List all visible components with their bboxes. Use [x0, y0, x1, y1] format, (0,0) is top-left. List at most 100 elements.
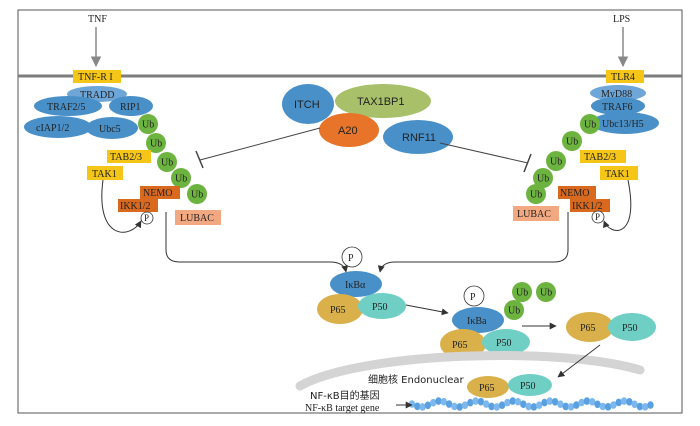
dna-segment — [573, 401, 580, 409]
right-ubiquitin — [562, 131, 582, 151]
dna-segment — [647, 401, 654, 409]
dna-segment — [578, 398, 585, 407]
complex2-ikba — [452, 307, 504, 333]
left-inhibit-bar — [195, 150, 204, 169]
nuclear-p65-label: P65 — [479, 383, 495, 394]
tnfr1-receptor — [73, 70, 121, 83]
nuclear-p50 — [508, 374, 552, 396]
ubc13h5-protein — [591, 112, 659, 134]
complex2-ubiquitin — [536, 282, 556, 302]
right-tab23-label: TAB2/3 — [584, 152, 616, 163]
dna-segment — [626, 398, 633, 406]
dna-segment — [604, 403, 612, 411]
left-ikk-to-ikba-arrow — [165, 212, 349, 273]
dna-segment — [414, 402, 421, 411]
traf6-protein — [591, 97, 645, 115]
dna-segment — [583, 397, 591, 405]
complex1-ikba — [330, 271, 382, 297]
left-lubac-label: LUBAC — [180, 213, 214, 224]
tax1bp1-protein — [335, 84, 431, 118]
tax1bp1-label: TAX1BP1 — [357, 96, 405, 108]
dna-segment — [440, 397, 447, 406]
right-ubiquitin-label: Ub — [537, 174, 549, 185]
traf6-label: TRAF6 — [602, 102, 633, 113]
right-tak1-loop-arrow — [603, 179, 632, 231]
right-lubac — [513, 206, 559, 221]
complex1-p50-label: P50 — [372, 302, 388, 313]
dna-segment — [451, 402, 458, 411]
dna-segment — [488, 402, 495, 411]
left-tab23-label: TAB2/3 — [110, 152, 142, 163]
free-p50-label: P50 — [622, 323, 638, 334]
complex2-ubiquitin — [504, 300, 524, 320]
dna-segment — [424, 401, 432, 410]
left-ubiquitin-label: Ub — [175, 174, 187, 185]
dna-segment — [483, 400, 490, 408]
ubc13h5-label: Ubc13/H5 — [602, 119, 644, 130]
lps-label: LPS — [613, 14, 630, 25]
complex2-ubiquitin-label: Ub — [508, 306, 520, 317]
complex1-to-complex2-arrow — [405, 304, 449, 316]
left-ubiquitin — [187, 184, 207, 204]
dna-segment — [435, 397, 442, 405]
tlr4-receptor — [606, 70, 644, 83]
right-ubiquitin-label: Ub — [530, 190, 542, 201]
tnf-label: TNF — [88, 14, 107, 25]
dna-segment — [551, 397, 559, 406]
left-phospho-label: P — [144, 213, 149, 223]
dna-segment — [599, 402, 606, 411]
complex2-ubiquitin-label: Ub — [516, 288, 528, 299]
ciap12-label: cIAP1/2 — [36, 123, 69, 134]
left-tak1-label: TAK1 — [92, 169, 117, 180]
rip1-protein — [109, 96, 153, 116]
tnfr1-label: TNF-R I — [78, 72, 113, 83]
free-p65 — [566, 312, 614, 342]
complex1-ikba-label: IκBα — [345, 280, 366, 291]
nuclear-p50-label: P50 — [520, 381, 536, 392]
right-nemo — [558, 186, 596, 199]
left-ubiquitin — [157, 152, 177, 172]
right-tak1 — [600, 166, 638, 180]
right-ubiquitin — [546, 151, 566, 171]
right-ikk-to-ikba-arrow — [377, 212, 569, 273]
dna-segment — [562, 402, 569, 411]
free-p50 — [608, 313, 656, 341]
nuclear-envelope — [295, 350, 645, 391]
complex2-p65-label: P65 — [452, 340, 468, 351]
a20-protein — [319, 113, 379, 147]
complex2-p50-label: P50 — [496, 338, 512, 349]
left-nemo-label: NEMO — [143, 188, 172, 199]
right-phospho-label: P — [595, 212, 600, 222]
left-phospho — [140, 211, 154, 225]
dna-segment — [589, 398, 596, 406]
left-ubiquitin — [171, 168, 191, 188]
target-gene-en: NF-κB target gene — [305, 403, 380, 414]
left-ikk12 — [118, 199, 158, 212]
nucleus-label: 细胞核 Endonuclear — [368, 373, 465, 386]
tradd-label: TRADD — [80, 90, 114, 101]
dna-segment — [493, 403, 500, 411]
rip1-label: RIP1 — [120, 102, 141, 113]
right-phospho — [591, 210, 605, 224]
free-p65-label: P65 — [580, 323, 596, 334]
complex2-phospho — [463, 285, 485, 307]
complex1-p50 — [358, 293, 406, 319]
ubc5-label: Ubc5 — [99, 124, 121, 135]
ubc5-protein — [86, 117, 138, 139]
dna-segment — [636, 402, 644, 411]
dna-segment — [642, 403, 649, 411]
complex1-p65 — [317, 294, 363, 324]
dna-strand — [408, 397, 654, 411]
complex2-phospho-label: P — [470, 292, 476, 303]
left-ubiquitin-label: Ub — [142, 120, 154, 131]
dna-segment — [456, 403, 463, 411]
left-ubiquitin-label: Ub — [191, 190, 203, 201]
complex2-ubiquitin — [512, 282, 532, 302]
rnf11-protein — [383, 120, 453, 154]
dna-segment — [467, 398, 474, 407]
complex1-p65-label: P65 — [330, 305, 346, 316]
dna-segment — [525, 402, 532, 411]
